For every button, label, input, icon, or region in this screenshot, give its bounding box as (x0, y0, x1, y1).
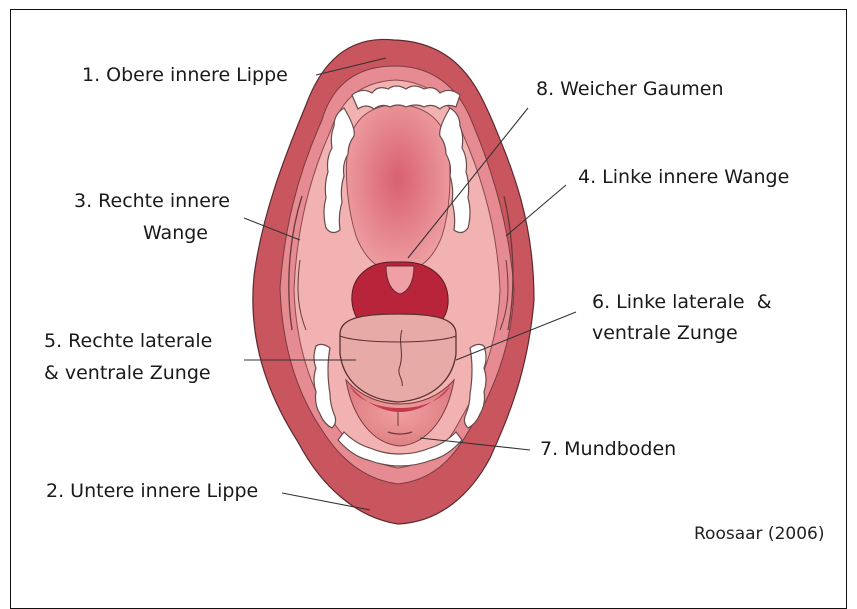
label-right-cheek-line1: 3. Rechte innere (50, 188, 230, 215)
label-upper-lip: 1. Obere innere Lippe (82, 62, 288, 89)
source-credit: Roosaar (2006) (694, 524, 824, 544)
label-soft-palate: 8. Weicher Gaumen (536, 76, 724, 103)
label-right-cheek-line2: Wange (50, 220, 208, 247)
label-right-tongue-line1: 5. Rechte laterale (44, 328, 212, 355)
label-right-tongue-line2: & ventrale Zunge (44, 360, 211, 387)
hard-palate (346, 104, 450, 272)
label-left-tongue-line1: 6. Linke laterale & (592, 289, 772, 316)
label-lower-lip: 2. Untere innere Lippe (46, 478, 258, 505)
label-left-tongue-line2: ventrale Zunge (592, 320, 738, 347)
label-left-cheek: 4. Linke innere Wange (578, 164, 789, 191)
label-floor: 7. Mundboden (540, 436, 676, 463)
